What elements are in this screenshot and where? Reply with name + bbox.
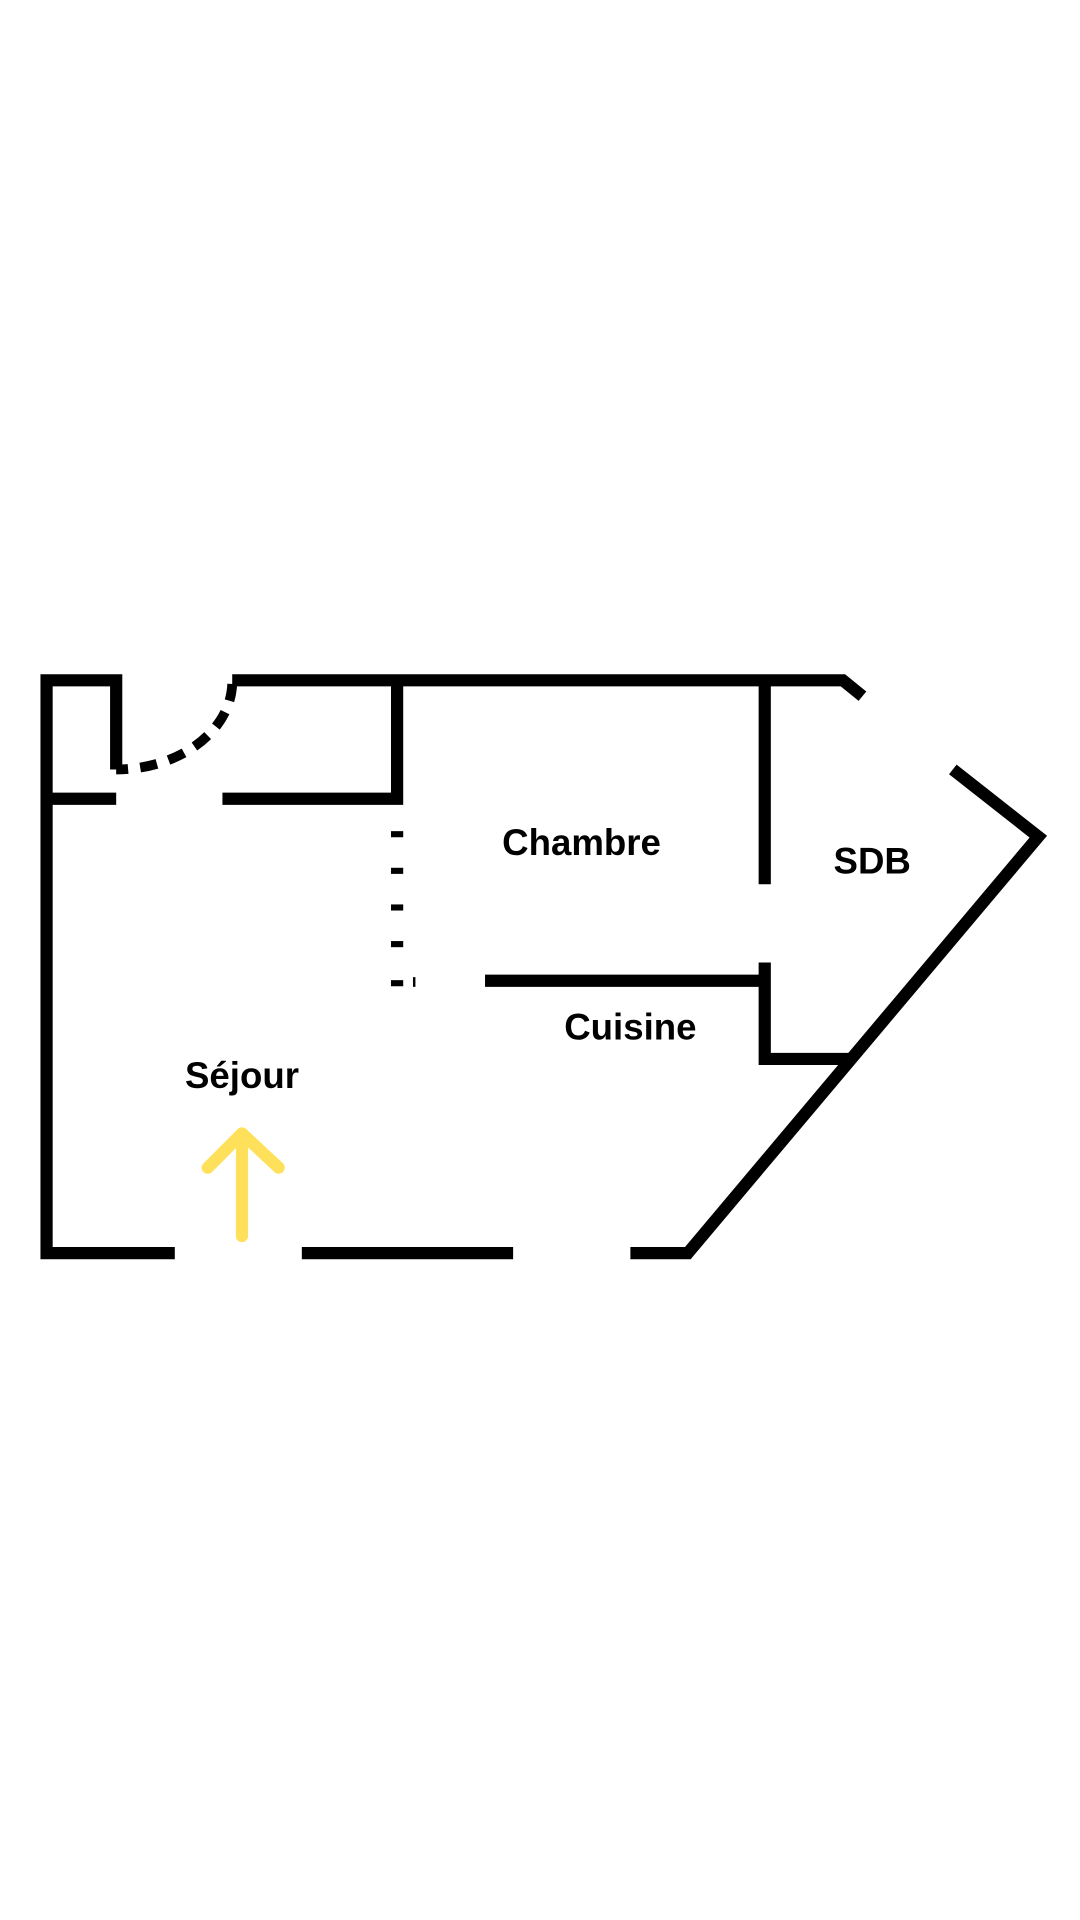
room-label-cuisine: Cuisine (564, 1006, 696, 1047)
room-label-sdb: SDB (834, 840, 911, 881)
wall-cuisine-sdb (758, 962, 850, 1066)
room-label-chambre: Chambre (502, 822, 661, 863)
walls (40, 674, 1048, 1260)
arrow-up-icon (201, 1127, 285, 1243)
wall-right-diagonal (630, 764, 1048, 1260)
partition-dashed (390, 831, 416, 987)
wall-left-outer (40, 674, 175, 1260)
wall-top (232, 674, 867, 701)
wall-entry-right (222, 680, 404, 805)
room-label-sejour: Séjour (185, 1055, 299, 1096)
door-swing-arc (116, 683, 238, 775)
